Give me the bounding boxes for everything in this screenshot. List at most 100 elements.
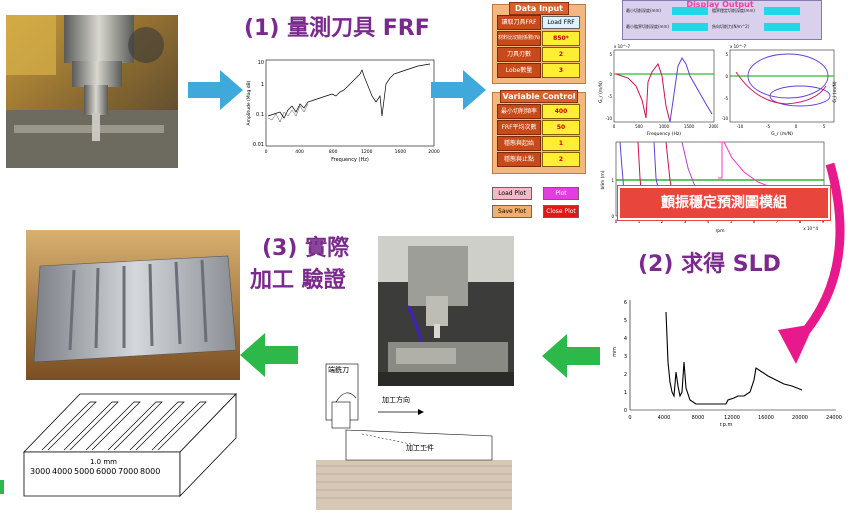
frf-ytick: 1 [261, 82, 264, 88]
sld-gui-xtick: 7 [776, 219, 779, 224]
display-output-row4-field[interactable] [764, 23, 800, 31]
data-input-row4-label: Lobe數量 [497, 63, 541, 78]
g-nyquist-ytick: 5 [725, 52, 728, 57]
machined-workpiece-photo [26, 230, 240, 380]
frf-xlabel: Frequency (Hz) [331, 157, 369, 163]
sld-result-ytick: 2 [624, 372, 627, 378]
sld-result-ytick: 1 [624, 390, 627, 396]
variable-control-row4-field[interactable]: 2 [542, 152, 580, 167]
g-real-xtick: 1000 [659, 124, 670, 129]
g-real-plot: G_r (m/N) Frequency (Hz) x 10^-7 5 0 -5 … [598, 42, 720, 138]
close-plot-button[interactable]: Close Plot [543, 205, 579, 218]
sld-gui-ytick: 1 [611, 178, 614, 183]
g-real-xtick: 500 [635, 124, 643, 129]
display-output-panel [622, 0, 822, 40]
g-real-xtick: 1500 [684, 124, 695, 129]
g-real-xtick: 2000 [709, 124, 718, 129]
sld-gui-xtick: 1 [638, 219, 641, 224]
sld-gui-xscale: x 10^4 [803, 226, 818, 231]
variable-control-header: Variable Control [500, 90, 578, 103]
frf-xtick: 0 [265, 149, 268, 155]
g-real-xtick: 0 [613, 124, 616, 129]
sld-result-xtick: 24000 [826, 415, 842, 421]
step3-label-line2: 加工 驗證 [250, 268, 346, 293]
sld-gui-ylabel: blim (m) [600, 170, 606, 189]
data-input-row2-field[interactable]: 850*(10^6) [542, 31, 580, 55]
g-real-scale: x 10^-7 [614, 44, 631, 49]
variable-control-row3-field[interactable]: 1 [542, 136, 580, 151]
sld-gui-xtick: 6 [753, 219, 756, 224]
frf-ytick: 0.01 [253, 142, 264, 148]
speed-label: 4000 [52, 467, 72, 476]
sld-gui-xlabel: rpm [715, 228, 724, 234]
data-input-row2-label: 材料比切削係數(N/m^2) [497, 31, 541, 46]
g-nyquist-xtick: 5 [823, 124, 826, 129]
variable-control-row3-label: 穩態與起始 [497, 136, 541, 151]
display-output-row1-label: 最小切削深度(mm) [626, 8, 661, 13]
g-real-ylabel: G_r (m/N) [598, 81, 604, 103]
step1-label: (1) 量測刀具 FRF [244, 16, 430, 41]
g-nyquist-xtick: 0 [795, 124, 798, 129]
frf-xtick: 1600 [395, 149, 407, 155]
edge-mark [0, 480, 4, 494]
load-plot-button[interactable]: Load Plot [492, 187, 532, 200]
sld-result-xtick: 0 [628, 415, 631, 421]
sld-gui-xtick: 0 [615, 219, 618, 224]
display-output-row1-field[interactable] [672, 7, 708, 15]
spindle-tool-photo [6, 15, 178, 168]
sld-gui-ytick: 0 [611, 214, 614, 219]
sld-gui-xtick: 4 [707, 219, 710, 224]
step3-label-line1: (3) 實際 [262, 236, 350, 261]
variable-control-row1-field[interactable]: 400 [542, 104, 580, 119]
sld-gui-xtick: 3 [684, 219, 687, 224]
sld-result-xtick: 8000 [692, 415, 705, 421]
g-real-ytick: -5 [608, 94, 612, 99]
g-real-xlabel: Frequency (Hz) [647, 131, 681, 137]
g-nyquist-ylabel: G_i (m/N) [832, 81, 838, 102]
g-nyquist-xtick: -10 [737, 124, 744, 129]
plot-button[interactable]: Plot [543, 187, 579, 200]
machining-side-diagram: 端銑刀 加工方向 加工工件 [312, 362, 518, 512]
arrow-left-1 [542, 334, 600, 378]
frf-xtick: 400 [295, 149, 304, 155]
g-nyquist-ytick: -10 [721, 116, 728, 121]
data-input-row3-field[interactable]: 2 [542, 47, 580, 62]
sld-result-xtick: 16000 [758, 415, 774, 421]
depth-label: 1.0 mm [90, 458, 117, 466]
sld-result-xtick: 12000 [724, 415, 740, 421]
data-input-row4-field[interactable]: 3 [542, 63, 580, 78]
g-nyquist-xtick: -5 [766, 124, 770, 129]
speed-label: 5000 [74, 467, 94, 476]
variable-control-row2-field[interactable]: 50 [542, 120, 580, 135]
sld-result-ylabel: mm [612, 347, 618, 357]
frf-ytick: 10 [258, 60, 264, 66]
arrow-curved-magenta [778, 162, 845, 364]
workpiece-sketch: 1.0 mm 3000 4000 5000 6000 7000 8000 [20, 390, 248, 506]
sld-gui-xtick: 8 [799, 219, 802, 224]
sld-result-ytick: 6 [624, 300, 627, 306]
direction-label: 加工方向 [382, 395, 410, 404]
sld-gui-xtick: 2 [661, 219, 664, 224]
display-output-row3-field[interactable] [764, 7, 800, 15]
sld-result-ytick: 3 [624, 354, 627, 360]
load-frf-button[interactable]: Load FRF [542, 16, 580, 29]
display-output-row2-field[interactable] [672, 23, 708, 31]
speed-label: 7000 [118, 467, 138, 476]
data-input-header: Data Input [509, 2, 569, 15]
tool-label: 端銑刀 [328, 365, 349, 374]
frf-ylabel: Amplitude (Mag dB) [246, 80, 252, 125]
frf-xtick: 800 [329, 149, 338, 155]
save-plot-button[interactable]: Save Plot [492, 205, 532, 218]
g-nyquist-plot: G_i (m/N) G_r (m/N) x 10^-7 5 0 -5 -10 -… [716, 42, 840, 138]
sld-result-xlabel: r.p.m [720, 422, 733, 428]
speed-label: 8000 [140, 467, 160, 476]
speed-label: 6000 [96, 467, 116, 476]
g-nyquist-ytick: -5 [724, 96, 728, 101]
sld-result-xtick: 4000 [658, 415, 671, 421]
variable-control-row4-label: 穩態與止點 [497, 152, 541, 167]
display-output-row2-label: 最小臨界切削深度(mm) [626, 24, 669, 29]
sld-result-chart: mm r.p.m 0 1 2 3 4 5 6 0 4000 8000 12000… [606, 292, 844, 432]
frf-xtick: 2000 [428, 149, 440, 155]
sld-result-xtick: 20000 [792, 415, 808, 421]
sld-result-ytick: 0 [624, 408, 627, 414]
